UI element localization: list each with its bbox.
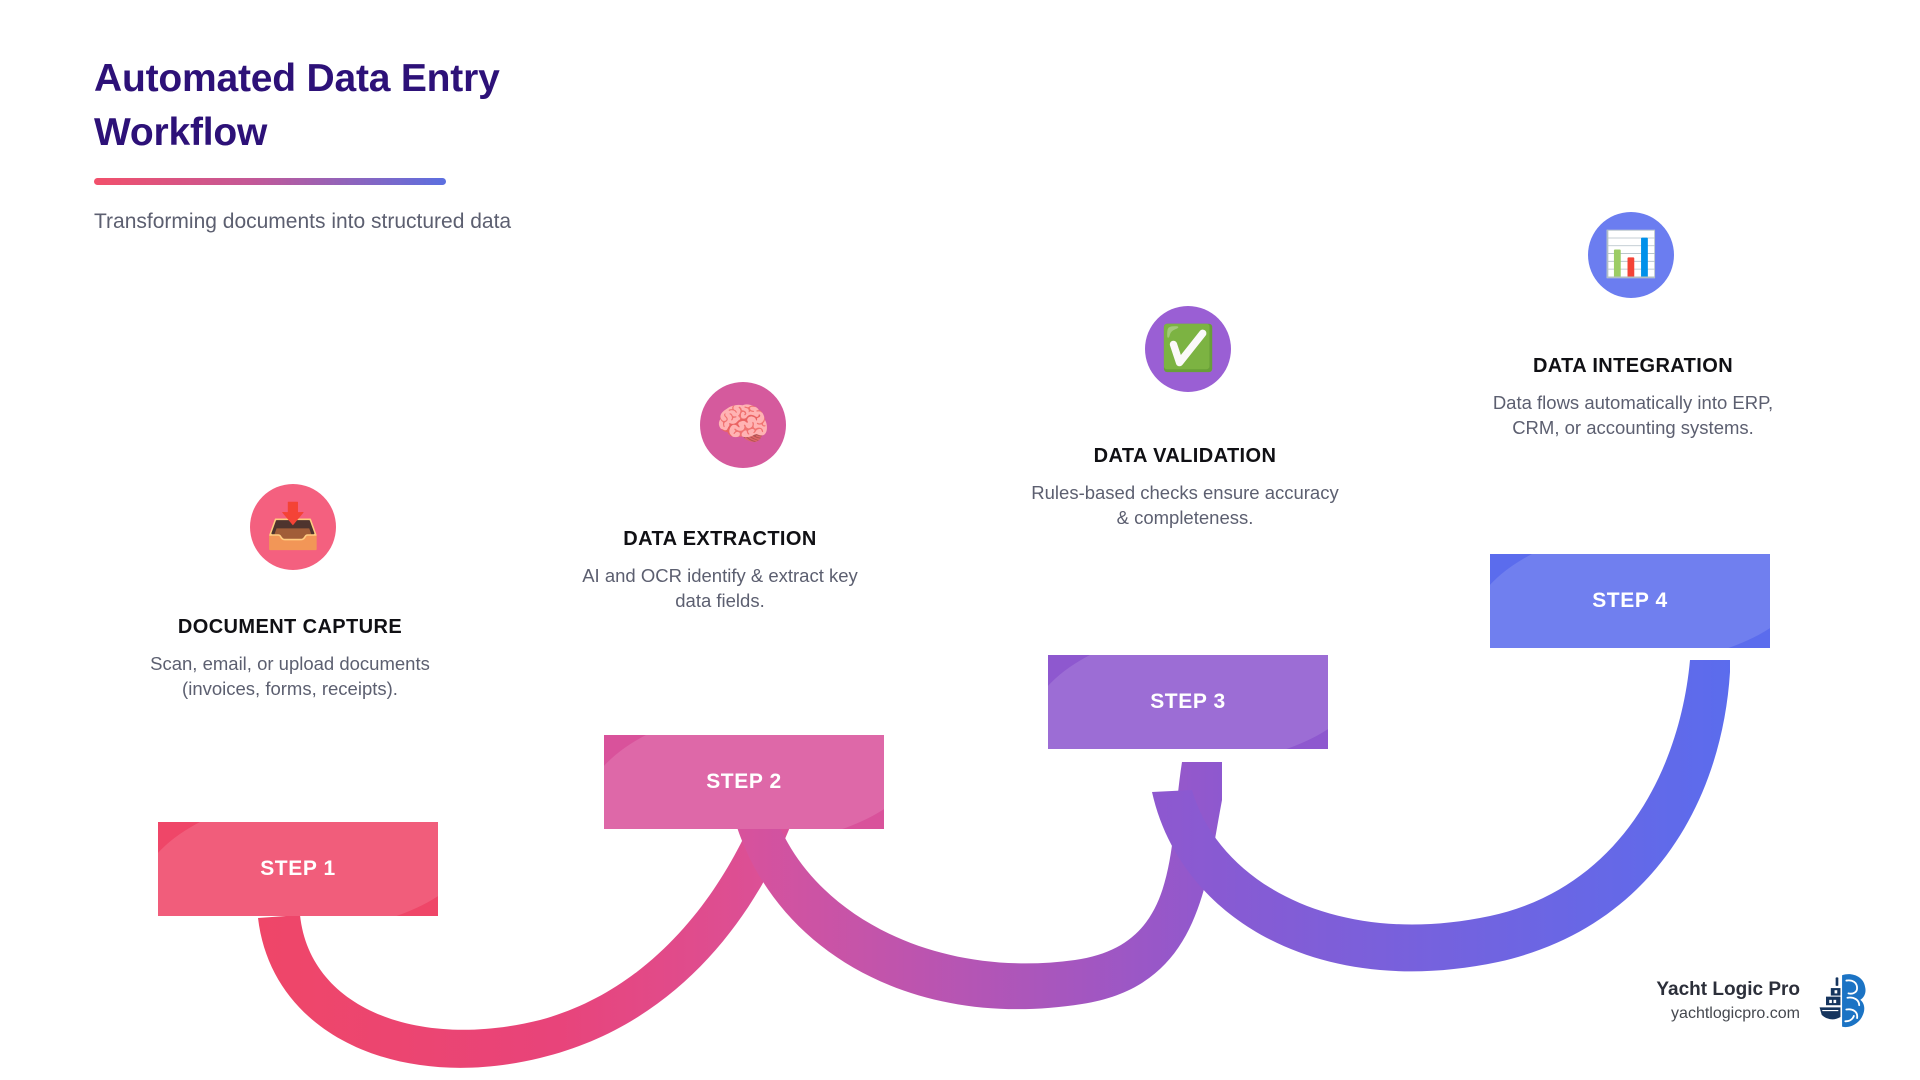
page-subtitle: Transforming documents into structured d… — [94, 209, 512, 233]
step-1-banner[interactable]: STEP 1 — [158, 822, 438, 916]
step-1-text: DOCUMENT CAPTURE Scan, email, or upload … — [140, 616, 440, 701]
step-2-description: AI and OCR identify & extract key data f… — [582, 565, 858, 612]
step-3-icon-circle: ✅ — [1145, 306, 1231, 392]
step-2-banner[interactable]: STEP 2 — [604, 735, 884, 829]
step-4-banner-label: STEP 4 — [1592, 589, 1668, 612]
step-3-heading: DATA VALIDATION — [1093, 445, 1277, 467]
step-1-banner-label: STEP 1 — [260, 857, 336, 880]
brain-icon: 🧠 — [715, 400, 771, 449]
inbox-tray-icon: 📥 — [265, 502, 321, 551]
header: Automated Data Entry Workflow Transformi… — [94, 52, 614, 236]
step-2-heading: DATA EXTRACTION — [623, 528, 817, 550]
brand-name: Yacht Logic Pro — [1656, 978, 1800, 1000]
step-4-icon-circle: 📊 — [1588, 212, 1674, 298]
step-4-description: Data flows automatically into ERP, CRM, … — [1492, 392, 1774, 439]
step-1-icon-circle: 📥 — [250, 484, 336, 570]
step-3-text: DATA VALIDATION Rules-based checks ensur… — [1030, 445, 1340, 530]
step-4-heading: DATA INTEGRATION — [1532, 355, 1734, 377]
title-divider — [94, 177, 446, 185]
step-3-banner[interactable]: STEP 3 — [1048, 655, 1328, 749]
step-2-banner-label: STEP 2 — [706, 770, 782, 793]
brand-text: Yacht Logic Pro yachtlogicpro.com — [1656, 978, 1800, 1027]
step-1-description: Scan, email, or upload documents (invoic… — [150, 653, 430, 700]
step-4-text: DATA INTEGRATION Data flows automaticall… — [1478, 355, 1788, 440]
step-2-text: DATA EXTRACTION AI and OCR identify & ex… — [565, 528, 875, 613]
step-2-icon-circle: 🧠 — [700, 382, 786, 468]
brand-url: yachtlogicpro.com — [1671, 1005, 1800, 1023]
step-4-banner[interactable]: STEP 4 — [1490, 554, 1770, 648]
yacht-brain-logo-icon — [1819, 974, 1866, 1028]
check-mark-button-icon: ✅ — [1160, 324, 1216, 373]
step-3-description: Rules-based checks ensure accuracy & com… — [1031, 482, 1339, 529]
brand-footer: Yacht Logic Pro yachtlogicpro.com — [1656, 972, 1868, 1032]
page-title: Automated Data Entry Workflow — [94, 57, 500, 154]
step-3-banner-label: STEP 3 — [1150, 690, 1226, 713]
step-1-heading: DOCUMENT CAPTURE — [177, 616, 403, 638]
bar-chart-icon: 📊 — [1603, 230, 1659, 279]
